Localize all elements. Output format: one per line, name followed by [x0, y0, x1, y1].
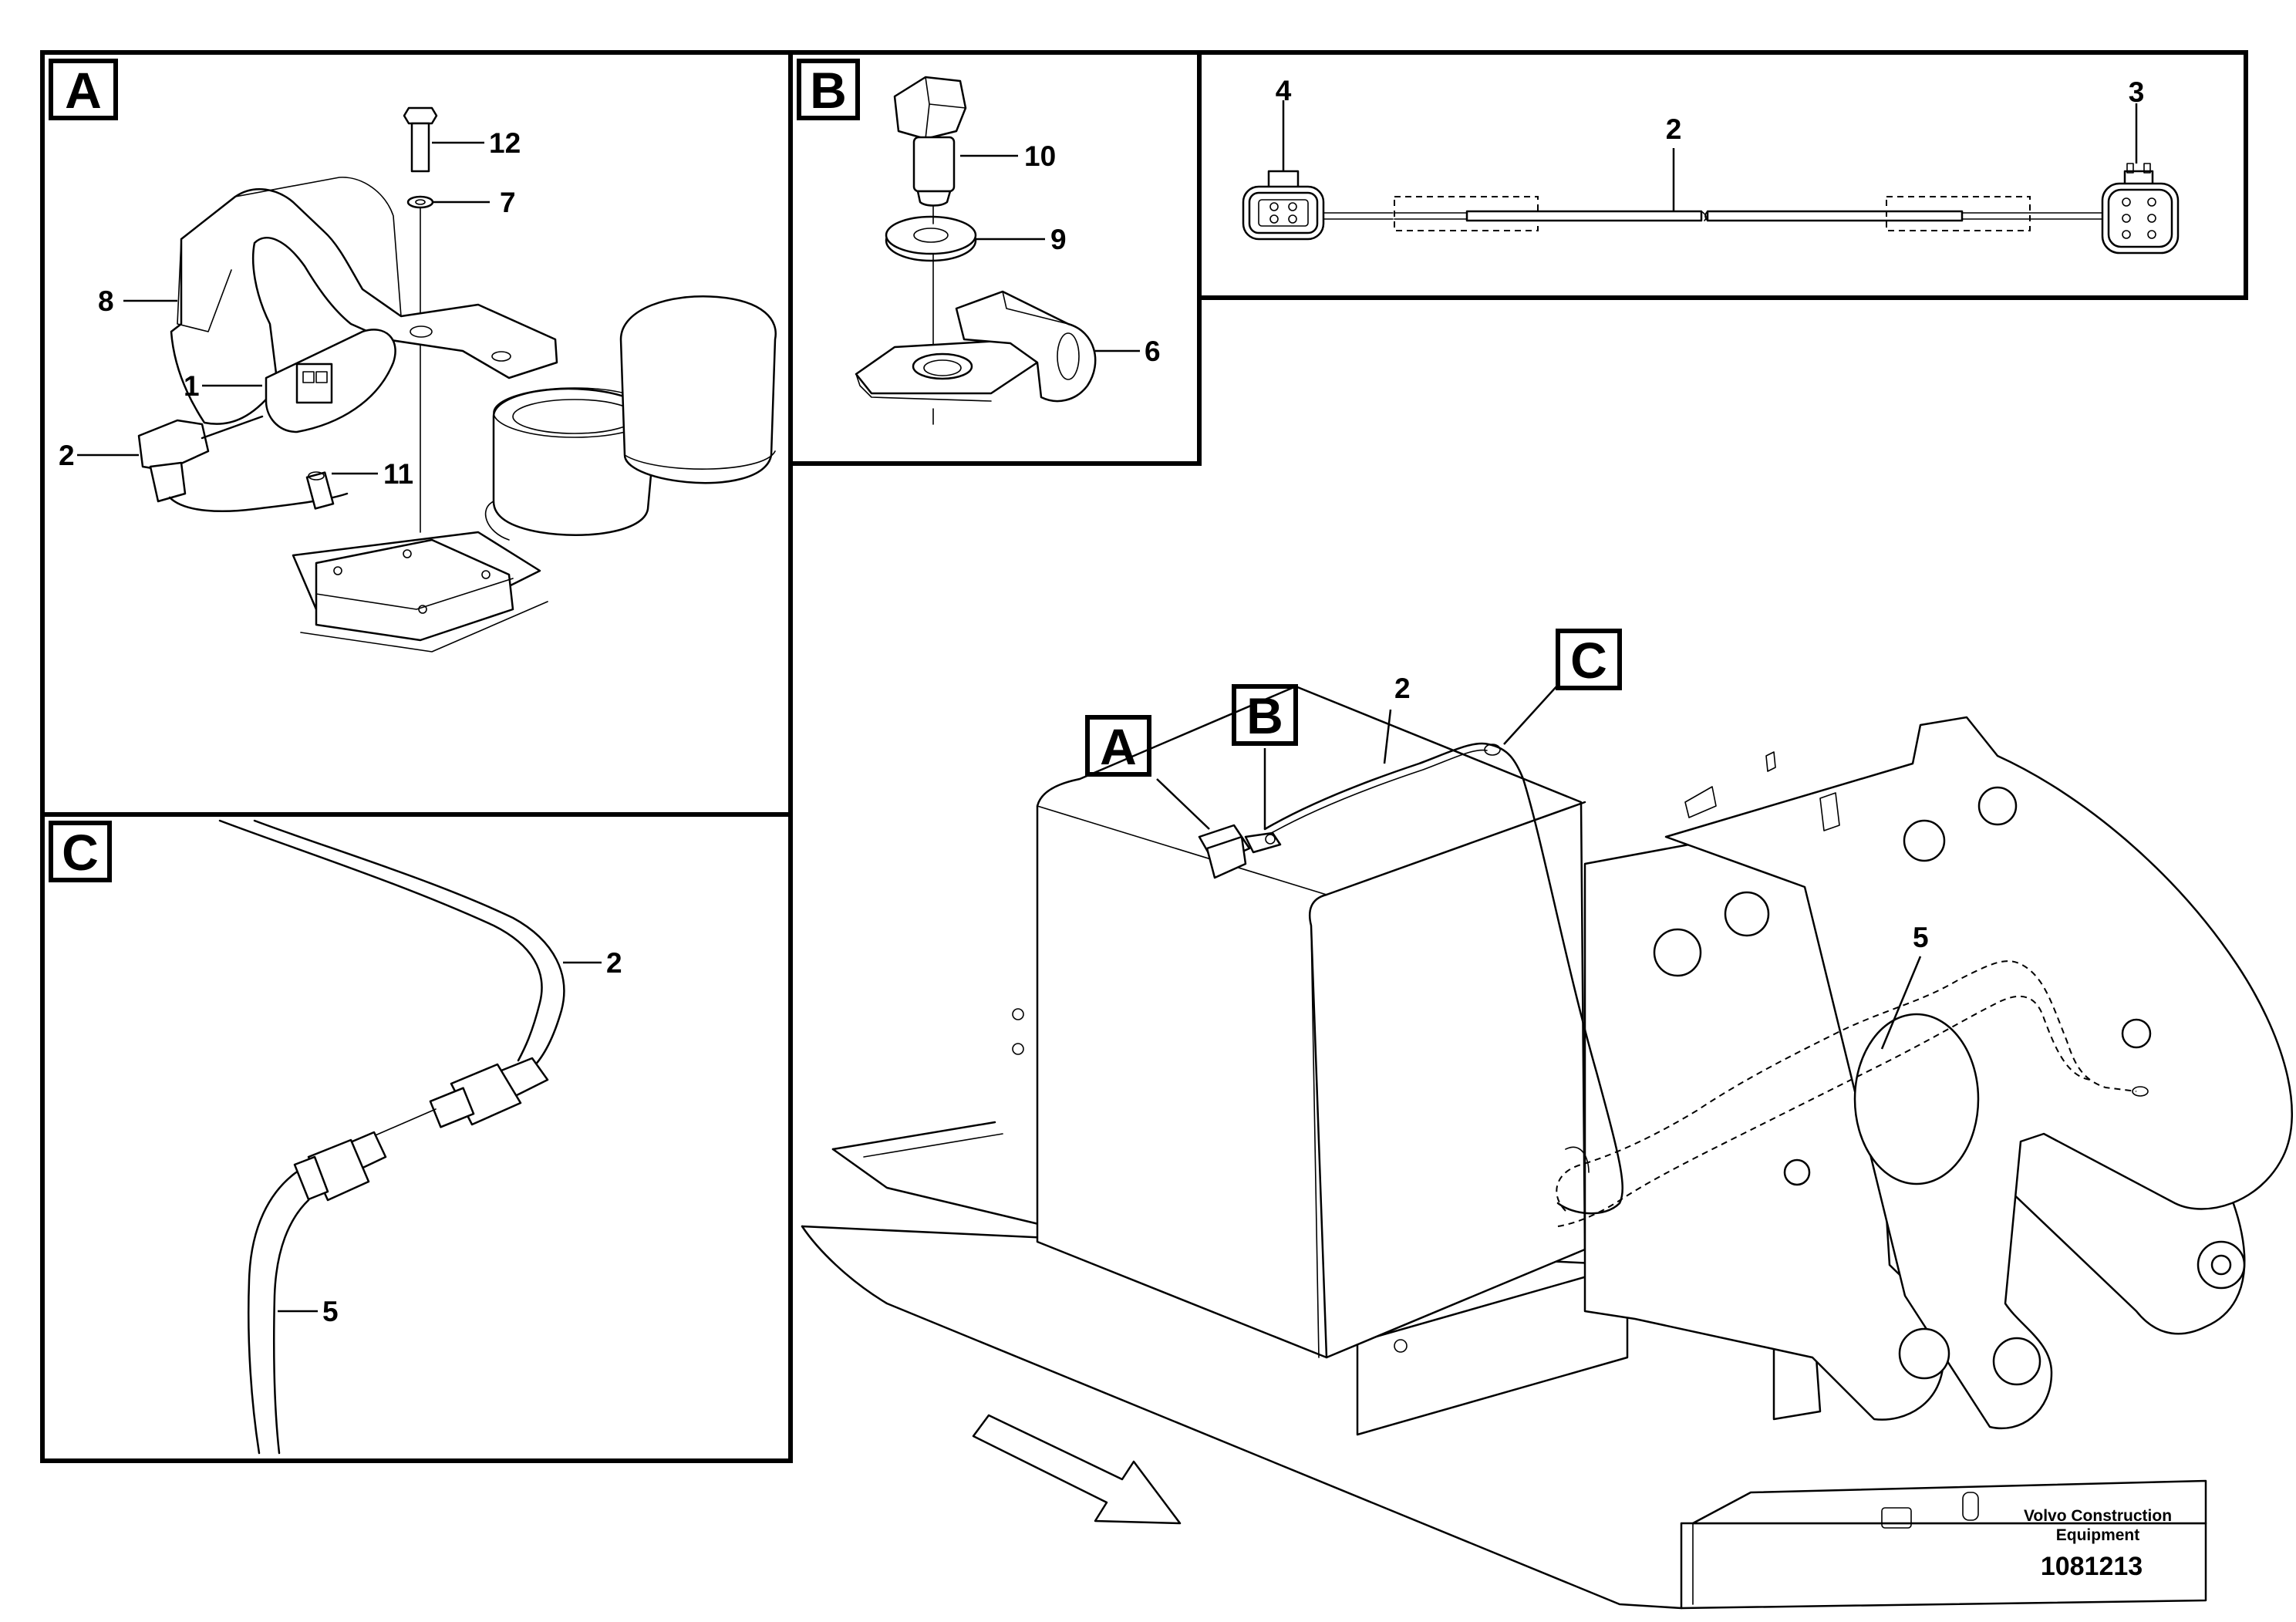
panel-c-tag-box [49, 821, 112, 882]
main-tag-c: C [1570, 632, 1607, 689]
callout-a-8: 8 [98, 285, 114, 317]
callout-harness-3: 3 [2129, 76, 2145, 108]
panel-a: A [40, 50, 793, 817]
callout-b-10: 10 [1024, 140, 1056, 172]
main-cable-5 [1556, 960, 2137, 1212]
cylinder-assembly [484, 295, 777, 541]
callout-harness-2: 2 [1666, 113, 1682, 145]
callout-c-2: 2 [606, 947, 622, 979]
harness-cable [1323, 196, 2105, 231]
main-tag-a: A [1100, 718, 1137, 775]
callout-a-12: 12 [489, 127, 521, 159]
callout-a-11: 11 [383, 458, 413, 490]
main-callout-2: 2 [1394, 673, 1411, 704]
connector-3 [2101, 163, 2180, 255]
drawing-number: 1081213 [2041, 1552, 2143, 1581]
cable-5 [247, 1171, 310, 1455]
panel-c-tag: C [62, 824, 99, 881]
panel-b-tag-box [797, 59, 860, 120]
boom-arm-rear [1664, 716, 2293, 1430]
washer-7 [406, 195, 434, 209]
callout-a-1: 1 [184, 370, 200, 402]
main-tag-a-box [1085, 715, 1151, 777]
callout-a-2: 2 [59, 440, 75, 471]
tank-box [1036, 685, 1586, 1359]
cable-2 [218, 819, 565, 1070]
company-line1: Volvo Construction [2024, 1507, 2172, 1525]
footer: Volvo Construction Equipment 1081213 [2024, 1507, 2172, 1581]
main-tag-b: B [1246, 687, 1283, 744]
company-line2: Equipment [2056, 1526, 2140, 1544]
callout-b-9: 9 [1050, 224, 1067, 255]
main-cable-2 [1263, 742, 1623, 1215]
callout-harness-4: 4 [1276, 75, 1292, 106]
screw-11 [305, 471, 335, 510]
washer-9 [885, 215, 977, 262]
bracket-8 [170, 187, 558, 425]
callout-c-5: 5 [322, 1296, 339, 1327]
direction-arrow [972, 1414, 1182, 1525]
main-callout-5: 5 [1913, 922, 1929, 953]
connector-upper [429, 1057, 549, 1128]
machine-frame-view: A B C 2 5 [801, 629, 2293, 1610]
panel-b-frame [788, 50, 1202, 466]
harness-panel-frame [1197, 50, 2248, 300]
panel-a-tag: A [65, 62, 102, 119]
bolt-10 [893, 76, 967, 207]
panel-a-tag-box [49, 59, 118, 120]
connector-4 [1242, 170, 1325, 241]
harness-panel: 4 2 [1197, 50, 2248, 300]
main-tag-b-box [1232, 684, 1298, 746]
main-sensor [1198, 824, 1282, 879]
main-tag-c-box [1556, 629, 1622, 690]
connector-lower [293, 1131, 387, 1202]
panel-b-tag: B [810, 62, 847, 119]
callout-b-6: 6 [1145, 336, 1161, 367]
panel-c: C 2 5 [40, 812, 793, 1463]
panel-c-frame [40, 812, 793, 1463]
base-plate [292, 531, 548, 653]
bolt-12 [403, 106, 438, 173]
clamp-6 [855, 290, 1097, 403]
panel-b: B 10 9 6 [788, 50, 1202, 466]
sensor-1 [265, 329, 396, 433]
callout-a-7: 7 [500, 187, 516, 218]
